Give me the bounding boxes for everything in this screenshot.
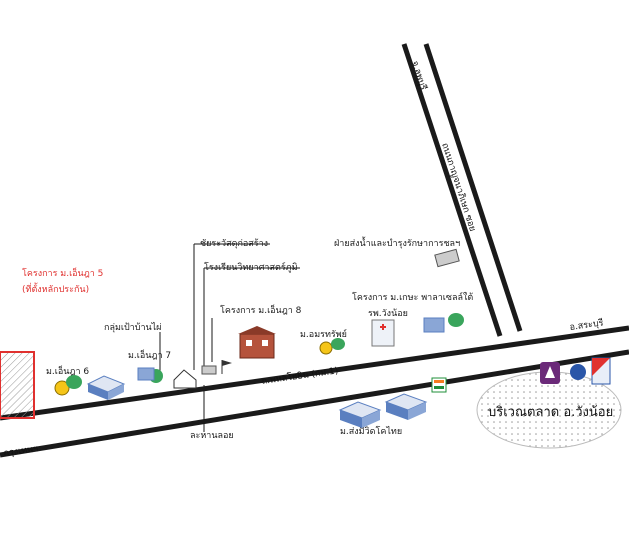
project8-label: โครงการ ม.เอ็นฎา 8 bbox=[220, 303, 302, 316]
school-label: โรงเรียนวิทยาศาสตร์ภูมิ bbox=[204, 261, 298, 273]
market-label: บริเวณตลาด อ.วังน้อย bbox=[488, 405, 613, 420]
leader-lines bbox=[159, 243, 300, 432]
main-road-label: ถ.พหลโยธิน (กม.1) bbox=[261, 365, 339, 387]
petrol-label: ม.ส่งมีวิดโคไทย bbox=[340, 426, 402, 437]
water-office-label: ฝ่ายส่งน้ำและบำรุงรักษาการชลฯ bbox=[334, 236, 460, 249]
target-project-note: (ที่ตั้งหลักประกัน) bbox=[22, 282, 89, 295]
project8-building-icon bbox=[238, 326, 276, 359]
flag-icon bbox=[201, 248, 460, 375]
side-road bbox=[401, 43, 523, 337]
bus-stop-label: ละหานลอย bbox=[190, 431, 234, 441]
target-project-label: โครงการ ม.เอ็นฎา 5 bbox=[22, 266, 103, 279]
project-khorat-label: โครงการ ม.เกษะ พาลาเซลล์ใต้ bbox=[352, 291, 473, 303]
seven-eleven-icon bbox=[431, 377, 447, 393]
mo-ensada7-label: ม.เอ็นฎา 7 bbox=[128, 348, 171, 361]
tree-icon bbox=[66, 313, 464, 389]
hospital-icon bbox=[371, 319, 395, 347]
bank-icon bbox=[540, 357, 611, 385]
target-property bbox=[0, 351, 35, 419]
left-end-label: กรุงเทพฯ bbox=[3, 444, 39, 459]
mo-amornsap-label: ม.อมรทรัพย์ bbox=[300, 328, 347, 340]
chaiya-label: ชัยระวัสดุก่อสร้าง bbox=[200, 238, 268, 249]
building-icon bbox=[86, 317, 445, 428]
hospital-label: รพ.วังน้อย bbox=[368, 308, 408, 319]
coin-icon bbox=[54, 341, 333, 396]
right-end-label: อ.สระบุรี bbox=[569, 317, 604, 333]
house-icon bbox=[173, 369, 197, 389]
mo-ensada6-label: ม.เอ็นฎา 6 bbox=[46, 364, 89, 377]
main-road bbox=[0, 325, 629, 458]
kru-label: กลุ่มเป้าบ้านไผ่ bbox=[104, 322, 161, 333]
